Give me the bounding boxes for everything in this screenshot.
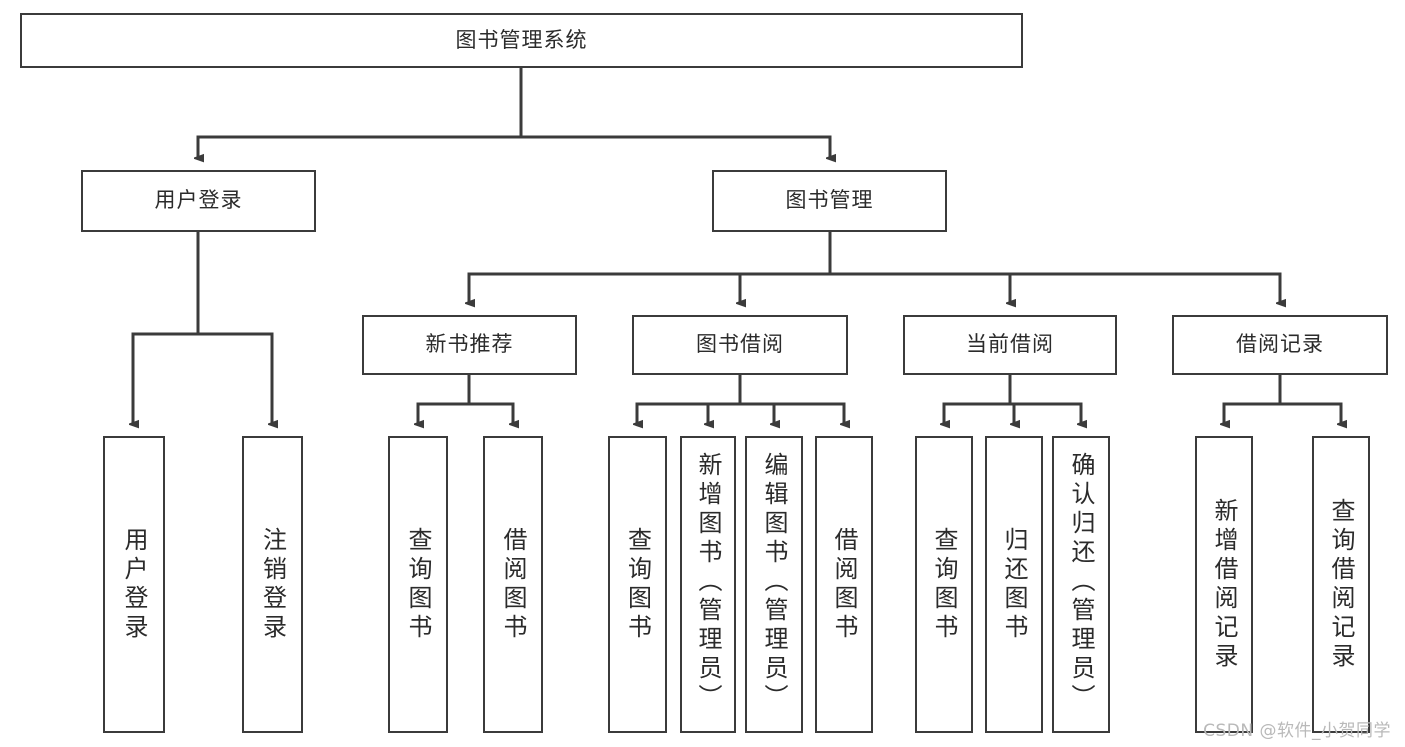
node-root-label: 图书管理系统 [455, 27, 588, 52]
node-user-login-label: 用户登录 [154, 188, 243, 213]
leaf-edit-book[interactable]: 编辑图书（管理员） [745, 436, 803, 733]
leaf-return-book-label: 归还图书 [1000, 526, 1028, 643]
leaf-query-book-3-label: 查询图书 [930, 526, 958, 643]
leaf-logout-login-label: 注销登录 [258, 526, 287, 643]
node-book-management-label: 图书管理 [785, 188, 874, 213]
leaf-user-login-label: 用户登录 [120, 526, 148, 643]
leaf-edit-book-label: 编辑图书（管理员） [760, 452, 788, 713]
leaf-borrow-book-2[interactable]: 借阅图书 [815, 436, 873, 733]
leaf-borrow-book-1[interactable]: 借阅图书 [483, 436, 543, 733]
leaf-query-book-2[interactable]: 查询图书 [608, 436, 667, 733]
node-current-borrow-label: 当前借阅 [966, 332, 1054, 357]
node-borrow-record-label: 借阅记录 [1236, 332, 1324, 357]
leaf-query-record[interactable]: 查询借阅记录 [1312, 436, 1370, 733]
node-borrow-record[interactable]: 借阅记录 [1172, 315, 1388, 375]
connector-bookmgmt-to-level2 [469, 230, 1280, 303]
node-new-book-recommend-label: 新书推荐 [425, 332, 514, 357]
leaf-add-book-label: 新增图书（管理员） [694, 452, 722, 713]
node-user-login[interactable]: 用户登录 [81, 170, 316, 232]
leaf-query-book-3[interactable]: 查询图书 [915, 436, 973, 733]
leaf-return-book[interactable]: 归还图书 [985, 436, 1043, 733]
leaf-user-login[interactable]: 用户登录 [103, 436, 165, 733]
connector-borrowrecord-to-leaves [1224, 373, 1341, 424]
node-current-borrow[interactable]: 当前借阅 [903, 315, 1117, 375]
connector-currentborrow-to-leaves [944, 373, 1081, 424]
node-new-book-recommend[interactable]: 新书推荐 [362, 315, 577, 375]
node-book-management[interactable]: 图书管理 [712, 170, 947, 232]
leaf-borrow-book-2-label: 借阅图书 [830, 526, 858, 643]
leaf-query-book-1-label: 查询图书 [404, 526, 432, 643]
leaf-confirm-return-label: 确认归还（管理员） [1067, 452, 1095, 713]
leaf-query-record-label: 查询借阅记录 [1327, 497, 1355, 672]
watermark-text: CSDN @软件_小贺同学 [1203, 721, 1391, 741]
leaf-add-record-label: 新增借阅记录 [1210, 497, 1238, 672]
connector-root-to-level1 [198, 66, 830, 158]
leaf-query-book-1[interactable]: 查询图书 [388, 436, 448, 733]
node-root[interactable]: 图书管理系统 [20, 13, 1023, 68]
connector-userlogin-to-leaves [133, 230, 272, 424]
leaf-logout-login[interactable]: 注销登录 [242, 436, 303, 733]
leaf-add-book[interactable]: 新增图书（管理员） [680, 436, 736, 733]
node-book-borrow[interactable]: 图书借阅 [632, 315, 848, 375]
connector-bookborrow-to-leaves [637, 373, 844, 424]
leaf-add-record[interactable]: 新增借阅记录 [1195, 436, 1253, 733]
connector-newbook-to-leaves [418, 373, 513, 424]
leaf-borrow-book-1-label: 借阅图书 [499, 526, 527, 643]
node-book-borrow-label: 图书借阅 [696, 332, 784, 357]
leaf-confirm-return[interactable]: 确认归还（管理员） [1052, 436, 1110, 733]
leaf-query-book-2-label: 查询图书 [623, 526, 652, 643]
